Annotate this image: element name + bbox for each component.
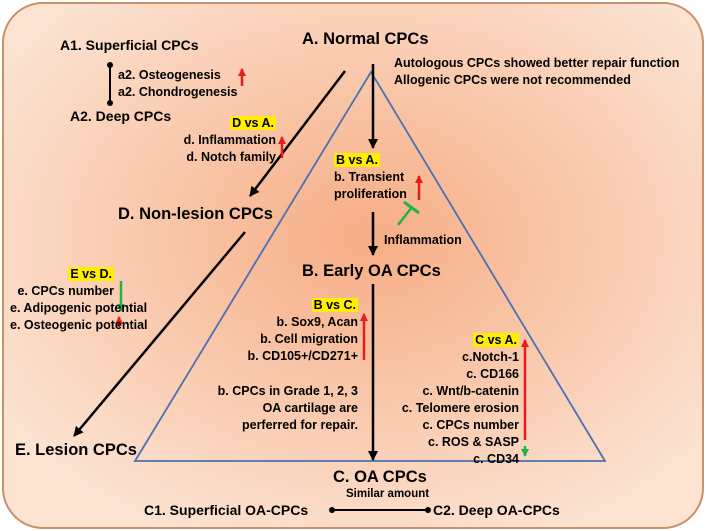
node-deep-oa-cpcs: C2. Deep OA-CPCs xyxy=(433,502,560,518)
c-cd166: c. CD166 xyxy=(466,367,519,381)
a-subtype-list: a2. Osteogenesis a2. Chondrogenesis xyxy=(118,67,237,101)
b-cell-migration: b. Cell migration xyxy=(260,332,358,346)
a2-chondrogenesis: a2. Chondrogenesis xyxy=(118,85,238,99)
b-grade-note: b. CPCs in Grade 1, 2, 3 OA cartilage ar… xyxy=(196,383,358,434)
b-cd105-cd271: b. CD105+/CD271+ xyxy=(247,349,358,363)
e-osteogenic-potential: e. Osteogenic potential xyxy=(10,318,148,332)
b-sox9-acan: b. Sox9, Acan xyxy=(276,315,358,329)
b-vs-a-label: B vs A. xyxy=(334,153,380,167)
node-deep-cpcs: A2. Deep CPCs xyxy=(70,108,172,124)
inflammation-label: Inflammation xyxy=(384,233,462,247)
c-cpcs-number: c. CPCs number xyxy=(422,418,519,432)
e-adipogenic-potential: e. Adipogenic potential xyxy=(10,301,148,315)
arrow-normal-to-non-lesion xyxy=(249,70,346,197)
e-vs-d-panel: E vs D. e. CPCs number e. Adipogenic pot… xyxy=(10,266,148,334)
d-vs-a-panel: D vs A. d. Inflammation d. Notch family xyxy=(170,115,276,166)
inflammation-inhibit-icon xyxy=(397,200,420,226)
b-grade-note-line-3: perferred for repair. xyxy=(241,418,358,432)
d-notch-family: d. Notch family xyxy=(186,150,276,164)
c-vs-a-label: C vs A. xyxy=(473,333,519,347)
b-proliferation: proliferation xyxy=(334,187,407,201)
c-notch-1: c.Notch-1 xyxy=(462,350,519,364)
a1-dot xyxy=(107,62,113,68)
autologous-note: Autologous CPCs showed better repair fun… xyxy=(394,56,680,70)
b-vs-c-panel: B vs C. b. Sox9, Acan b. Cell migration … xyxy=(246,297,358,365)
a2-dot xyxy=(107,100,113,106)
node-oa-cpcs: C. OA CPCs xyxy=(333,468,427,486)
b-grade-note-line-2: OA cartilage are xyxy=(262,401,358,415)
a2-osteogenesis: a2. Osteogenesis xyxy=(118,68,221,82)
c-ros-sasp: c. ROS & SASP xyxy=(428,435,519,449)
b-transient: b. Transient xyxy=(334,170,405,184)
d-vs-a-label: D vs A. xyxy=(230,116,276,130)
node-normal-cpcs: A. Normal CPCs xyxy=(302,30,429,48)
c-vs-a-panel: C vs A. c.Notch-1 c. CD166 c. Wnt/b-cate… xyxy=(390,332,519,468)
node-lesion-cpcs: E. Lesion CPCs xyxy=(15,441,137,459)
b-vs-a-panel: B vs A. b. Transient proliferation xyxy=(334,152,407,203)
node-superficial-cpcs: A1. Superficial CPCs xyxy=(60,37,199,53)
arrow-non-lesion-to-lesion xyxy=(73,231,246,437)
allogenic-note: Allogenic CPCs were not recommended xyxy=(394,73,631,87)
node-superficial-oa-cpcs: C1. Superficial OA-CPCs xyxy=(144,502,309,518)
b-grade-note-line-1: b. CPCs in Grade 1, 2, 3 xyxy=(217,384,358,398)
c-wnt-b-catenin: c. Wnt/b-catenin xyxy=(422,384,519,398)
oa-progression-triangle xyxy=(133,70,607,462)
e-vs-d-label: E vs D. xyxy=(68,267,114,281)
node-early-oa-cpcs: B. Early OA CPCs xyxy=(302,262,441,280)
c-telomere-erosion: c. Telomere erosion xyxy=(401,401,519,415)
similar-amount-label: Similar amount xyxy=(346,488,430,500)
c2-dot xyxy=(425,507,431,513)
b-vs-c-label: B vs C. xyxy=(311,298,358,312)
c-cd34: c. CD34 xyxy=(473,452,519,466)
d-inflammation: d. Inflammation xyxy=(183,133,276,147)
e-cpcs-number: e. CPCs number xyxy=(17,284,114,298)
node-non-lesion-cpcs: D. Non-lesion CPCs xyxy=(118,205,273,223)
c1-dot xyxy=(329,507,335,513)
donor-source-note: Autologous CPCs showed better repair fun… xyxy=(394,55,679,89)
